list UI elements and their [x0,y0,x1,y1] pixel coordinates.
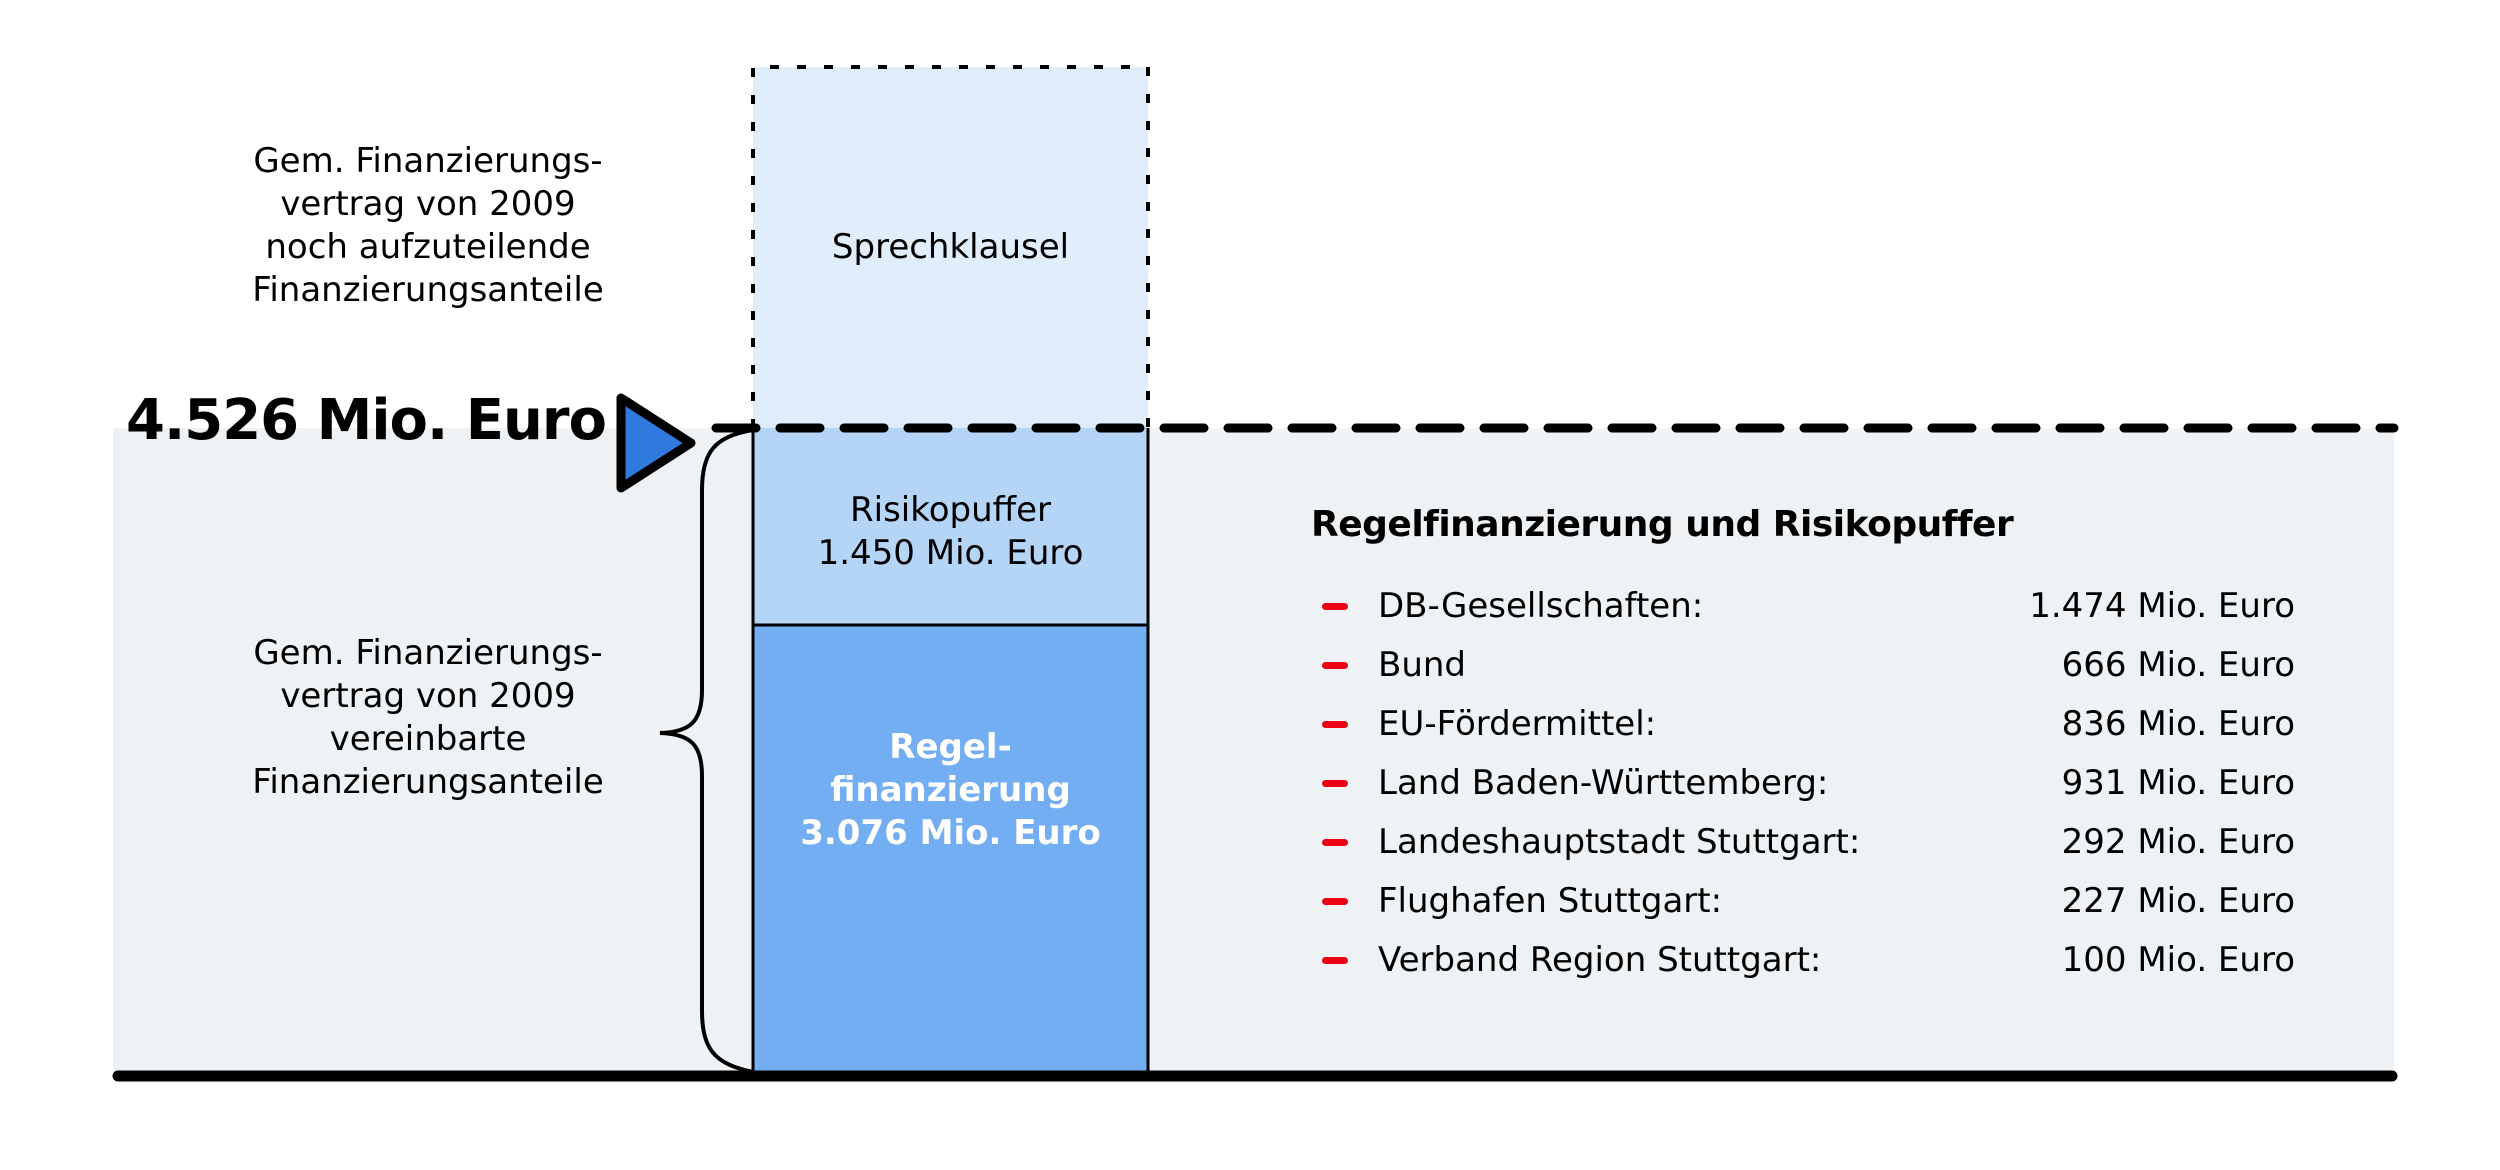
contributor-value: 931 Mio. Euro [2061,763,2295,803]
label-line: Gem. Finanzierungs- [253,633,603,673]
contributor-value: 227 Mio. Euro [2061,881,2295,921]
agreed-financing-band [113,428,2394,1073]
total-amount-label: 4.526 Mio. Euro [126,388,607,453]
label-line: Finanzierungsanteile [252,270,604,310]
contributor-name: Landeshauptstadt Stuttgart: [1378,822,1861,862]
regelfinanzierung-segment [753,625,1148,1073]
red-dash-icon [1322,721,1348,728]
label-line: noch aufzuteilende [265,227,591,267]
label-line: vertrag von 2009 [280,676,576,716]
red-dash-icon [1322,662,1348,669]
list-item: Bund 666 Mio. Euro [1318,639,2298,698]
segment-label-line: 1.450 Mio. Euro [817,533,1084,573]
list-item: Landeshauptstadt Stuttgart: 292 Mio. Eur… [1318,816,2298,875]
list-item: DB-Gesellschaften: 1.474 Mio. Euro [1318,580,2298,639]
red-dash-icon [1322,839,1348,846]
contributor-name: Bund [1378,645,1467,685]
pending-shares-label: Gem. Finanzierungs- vertrag von 2009 noc… [228,140,628,312]
red-dash-icon [1322,603,1348,610]
risikopuffer-segment [753,428,1148,625]
label-line: Finanzierungsanteile [252,762,604,802]
segment-label-line: finanzierung [830,770,1071,810]
total-marker-icon [616,393,696,493]
sprechklausel-segment [753,67,1148,428]
regelfinanzierung-label: Regel- finanzierung 3.076 Mio. Euro [753,726,1148,855]
label-line: vertrag von 2009 [280,184,576,224]
segment-label-line: 3.076 Mio. Euro [800,813,1101,853]
label-line: vereinbarte [329,719,527,759]
red-dash-icon [1322,780,1348,787]
breakdown-list: DB-Gesellschaften: 1.474 Mio. Euro Bund … [1318,580,2298,993]
contributor-value: 836 Mio. Euro [2061,704,2295,744]
curly-brace [659,428,754,1074]
contributor-name: Flughafen Stuttgart: [1378,881,1723,921]
red-dash-icon [1322,957,1348,964]
contributor-value: 1.474 Mio. Euro [2029,586,2295,626]
contributor-name: EU-Fördermittel: [1378,704,1657,744]
list-item: Flughafen Stuttgart: 227 Mio. Euro [1318,875,2298,934]
contributor-value: 666 Mio. Euro [2061,645,2295,685]
segment-label-line: Risikopuffer [850,490,1051,530]
column-outline [751,428,1150,1073]
segment-label-line: Regel- [889,727,1012,767]
red-dash-icon [1322,898,1348,905]
agreed-shares-label: Gem. Finanzierungs- vertrag von 2009 ver… [228,632,628,804]
segment-label-line: Sprechklausel [831,227,1070,267]
contributor-name: DB-Gesellschaften: [1378,586,1704,626]
sprechklausel-label: Sprechklausel [753,226,1148,269]
list-item: Verband Region Stuttgart: 100 Mio. Euro [1318,934,2298,993]
list-item: Land Baden-Württemberg: 931 Mio. Euro [1318,757,2298,816]
contributor-name: Verband Region Stuttgart: [1378,940,1822,980]
list-item: EU-Fördermittel: 836 Mio. Euro [1318,698,2298,757]
contributor-name: Land Baden-Württemberg: [1378,763,1829,803]
contributor-value: 100 Mio. Euro [2061,940,2295,980]
risikopuffer-label: Risikopuffer 1.450 Mio. Euro [753,489,1148,575]
label-line: Gem. Finanzierungs- [253,141,603,181]
contributor-value: 292 Mio. Euro [2061,822,2295,862]
breakdown-title: Regelfinanzierung und Risikopuffer [1311,504,2014,545]
